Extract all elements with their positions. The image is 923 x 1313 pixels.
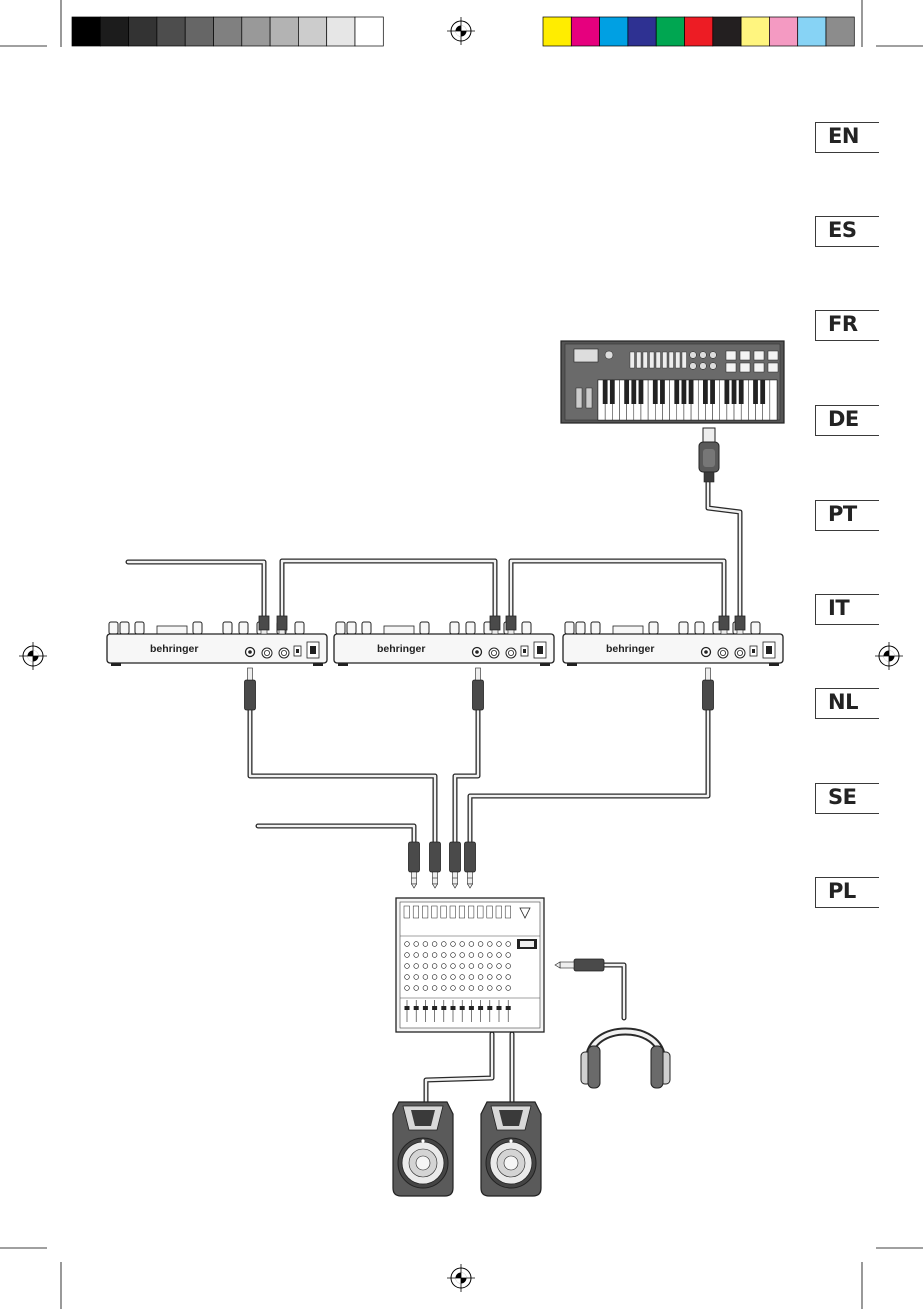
brand-logo: behringer bbox=[150, 643, 198, 655]
speakers bbox=[393, 1102, 541, 1196]
key-black bbox=[710, 380, 715, 404]
color-swatch bbox=[242, 17, 270, 46]
synth-module-icon: behringer bbox=[334, 622, 554, 666]
color-swatch bbox=[157, 17, 185, 46]
key-black bbox=[682, 380, 687, 404]
language-tab-nl[interactable]: NL bbox=[815, 688, 879, 719]
language-tab-se[interactable]: SE bbox=[815, 783, 879, 814]
color-swatch bbox=[600, 17, 628, 46]
jack-plug-icon bbox=[409, 842, 420, 888]
midi-keyboard-icon bbox=[561, 341, 784, 423]
language-tab-fr[interactable]: FR bbox=[815, 310, 879, 341]
brand-logo: behringer bbox=[377, 643, 425, 655]
key-black bbox=[732, 380, 737, 404]
color-swatch bbox=[798, 17, 826, 46]
key-black bbox=[610, 380, 615, 404]
language-label: FR bbox=[828, 312, 858, 336]
fader-icon bbox=[682, 352, 687, 368]
key-black bbox=[631, 380, 636, 404]
brand-logo: behringer bbox=[606, 643, 654, 655]
crosshair-target-icon bbox=[447, 1264, 475, 1292]
key-black bbox=[660, 380, 665, 404]
fader-icon bbox=[663, 352, 668, 368]
color-swatch bbox=[769, 17, 797, 46]
usb-plug-icon bbox=[699, 428, 719, 482]
key-black bbox=[674, 380, 679, 404]
jack-plug-icon bbox=[430, 842, 441, 888]
key-black bbox=[760, 380, 765, 404]
crosshair-target-icon bbox=[875, 642, 903, 670]
jack-plug-icon bbox=[450, 842, 461, 888]
fader-icon bbox=[656, 352, 661, 368]
key-black bbox=[624, 380, 629, 404]
key-black bbox=[603, 380, 608, 404]
language-label: PL bbox=[828, 879, 856, 903]
loudspeaker-icon bbox=[393, 1102, 453, 1196]
jack-plug-icon bbox=[465, 842, 476, 888]
color-swatch bbox=[100, 17, 128, 46]
color-swatch bbox=[270, 17, 298, 46]
color-swatch bbox=[685, 17, 713, 46]
color-swatch bbox=[129, 17, 157, 46]
language-tab-de[interactable]: DE bbox=[815, 405, 879, 436]
key-white bbox=[770, 380, 777, 420]
key-black bbox=[689, 380, 694, 404]
color-swatch bbox=[656, 17, 684, 46]
language-tab-pl[interactable]: PL bbox=[815, 877, 879, 908]
fader-icon bbox=[669, 352, 674, 368]
key-black bbox=[653, 380, 658, 404]
key-black bbox=[639, 380, 644, 404]
process-color-bar bbox=[543, 17, 854, 46]
language-label: ES bbox=[828, 218, 856, 242]
language-label: NL bbox=[828, 690, 858, 714]
synth-modules: behringer behringer behringer bbox=[107, 622, 783, 666]
color-swatch bbox=[571, 17, 599, 46]
language-label: PT bbox=[828, 502, 857, 526]
mixer-icon bbox=[396, 898, 544, 1032]
language-label: SE bbox=[828, 785, 856, 809]
synth-module-icon: behringer bbox=[563, 622, 783, 666]
language-tab-es[interactable]: ES bbox=[815, 216, 879, 247]
crosshair-target-icon bbox=[19, 642, 47, 670]
color-swatch bbox=[713, 17, 741, 46]
fader-icon bbox=[630, 352, 635, 368]
key-black bbox=[753, 380, 758, 404]
key-black bbox=[739, 380, 744, 404]
crosshair-target-icon bbox=[447, 17, 475, 45]
color-swatch bbox=[741, 17, 769, 46]
fader-icon bbox=[676, 352, 681, 368]
fader-icon bbox=[643, 352, 648, 368]
color-swatch bbox=[543, 17, 571, 46]
jack-plug-icon bbox=[245, 668, 256, 710]
jack-plug-icon bbox=[703, 668, 714, 710]
color-swatch bbox=[327, 17, 355, 46]
fader-icon bbox=[650, 352, 655, 368]
language-tab-pt[interactable]: PT bbox=[815, 500, 879, 531]
jack-plug-icon bbox=[555, 959, 604, 971]
key-black bbox=[724, 380, 729, 404]
color-swatch bbox=[72, 17, 100, 46]
color-swatch bbox=[185, 17, 213, 46]
language-tab-it[interactable]: IT bbox=[815, 594, 879, 625]
grayscale-bar bbox=[72, 17, 383, 46]
fader-icon bbox=[637, 352, 642, 368]
color-swatch bbox=[826, 17, 854, 46]
color-swatch bbox=[628, 17, 656, 46]
language-tab-en[interactable]: EN bbox=[815, 122, 879, 153]
color-swatch bbox=[298, 17, 326, 46]
color-swatch bbox=[214, 17, 242, 46]
headphones-icon bbox=[581, 1032, 670, 1089]
key-black bbox=[703, 380, 708, 404]
loudspeaker-icon bbox=[481, 1102, 541, 1196]
language-label: DE bbox=[828, 407, 859, 431]
language-label: EN bbox=[828, 124, 859, 148]
color-swatch bbox=[355, 17, 383, 46]
language-label: IT bbox=[828, 596, 849, 620]
synth-module-icon: behringer bbox=[107, 622, 327, 666]
jack-plug-icon bbox=[473, 668, 484, 710]
